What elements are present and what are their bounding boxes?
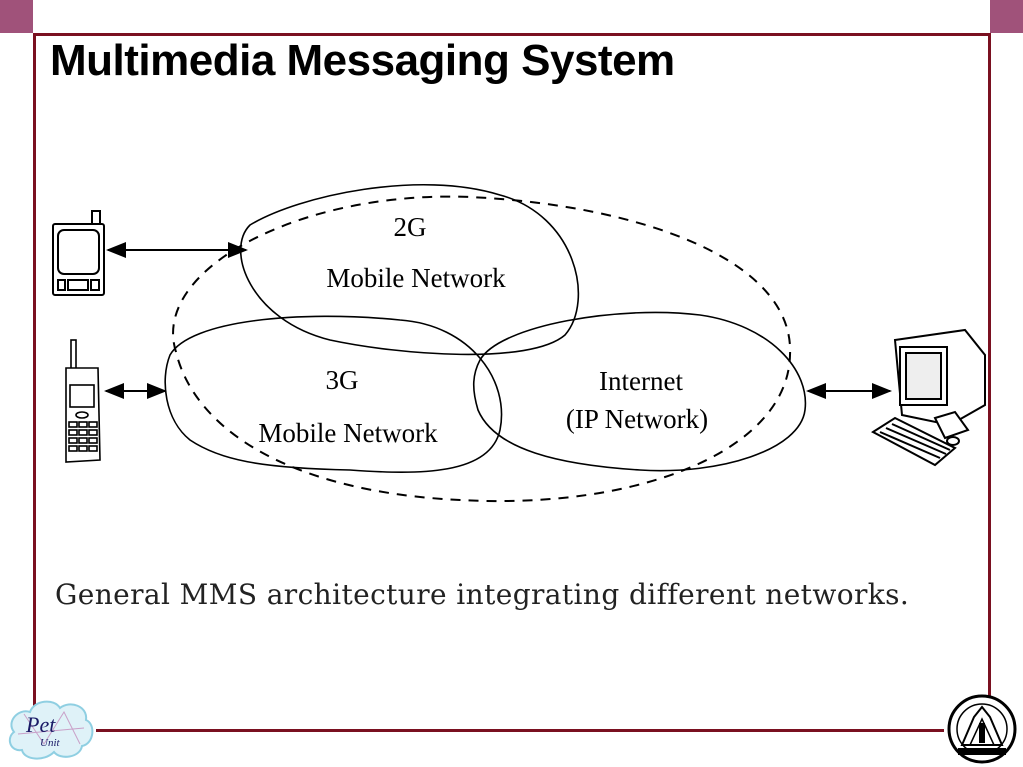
bottom-rule <box>96 729 944 732</box>
network-internet-sublabel: (IP Network) <box>566 404 708 434</box>
network-cloud-3g <box>164 315 503 473</box>
mms-domain-dashed-outline <box>172 195 792 502</box>
network-cloud-internet <box>472 311 807 472</box>
network-3g-label: 3G <box>326 365 359 395</box>
pda-icon <box>52 210 105 296</box>
figure-caption: General MMS architecture integrating dif… <box>55 578 910 611</box>
network-2g-sublabel: Mobile Network <box>326 263 506 293</box>
mobile-phone-icon <box>65 339 101 463</box>
desktop-computer-icon <box>871 328 986 467</box>
slide-title: Multimedia Messaging System <box>50 36 675 85</box>
institute-seal-logo <box>947 694 1017 764</box>
logo-left-text: Pet <box>25 712 56 737</box>
network-internet-label: Internet <box>599 366 683 396</box>
logo-left-subtext: Unit <box>40 737 61 749</box>
slide-frame <box>33 33 991 731</box>
pet-unit-logo: Pet Unit <box>8 700 94 760</box>
corner-decoration-left <box>0 0 33 33</box>
corner-decoration-right <box>990 0 1023 33</box>
network-3g-sublabel: Mobile Network <box>258 418 438 448</box>
network-2g-label: 2G <box>394 212 427 242</box>
